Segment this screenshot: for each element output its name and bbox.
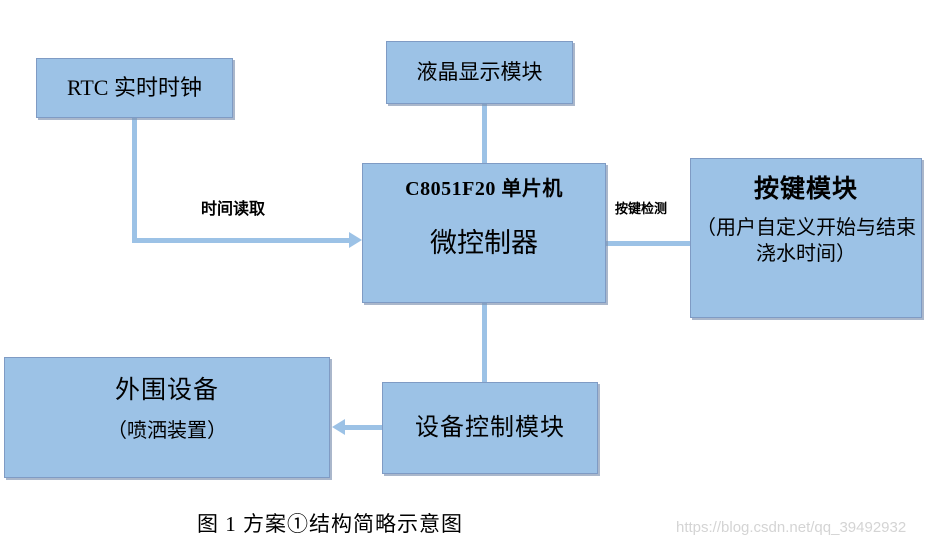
node-key-module-description: （用户自定义开始与结束浇水时间） <box>696 216 916 265</box>
connector-rtc-to-mcu-vertical <box>132 117 137 241</box>
watermark-url: https://blog.csdn.net/qq_39492932 <box>676 519 907 536</box>
connector-lcd-to-mcu <box>482 104 487 164</box>
node-peripheral-description: （喷洒装置） <box>107 419 227 442</box>
node-rtc-real-time-clock[interactable]: RTC 实时时钟 <box>36 58 233 118</box>
node-rtc-label: RTC 实时时钟 <box>67 75 202 101</box>
connector-device-control-to-peripheral <box>345 425 383 430</box>
node-lcd-display-module[interactable]: 液晶显示模块 <box>386 41 573 104</box>
node-device-control-label: 设备控制模块 <box>415 414 565 441</box>
node-key-module[interactable]: 按键模块 （用户自定义开始与结束浇水时间） <box>690 158 922 318</box>
edge-label-key-detection: 按键检测 <box>613 197 670 218</box>
connector-mcu-to-key-module <box>606 241 691 246</box>
node-mcu-c8051f20[interactable]: C8051F20 单片机 微控制器 <box>362 163 606 303</box>
node-mcu-chip-label: C8051F20 单片机 <box>405 178 563 200</box>
node-peripheral-device[interactable]: 外围设备 （喷洒装置） <box>4 357 330 478</box>
figure-caption: 图 1 方案①结构简略示意图 <box>197 512 463 536</box>
edge-label-time-read: 时间读取 <box>198 194 269 220</box>
arrowhead-device-control-to-peripheral <box>332 419 345 435</box>
node-peripheral-title: 外围设备 <box>114 377 219 404</box>
node-key-module-title: 按键模块 <box>753 176 858 203</box>
node-device-control-module[interactable]: 设备控制模块 <box>382 382 598 474</box>
node-lcd-label: 液晶显示模块 <box>416 60 543 85</box>
connector-mcu-to-device-control <box>482 303 487 383</box>
node-mcu-role-label: 微控制器 <box>430 227 538 258</box>
connector-rtc-to-mcu-horizontal <box>132 238 350 243</box>
arrowhead-rtc-to-mcu <box>349 232 362 248</box>
